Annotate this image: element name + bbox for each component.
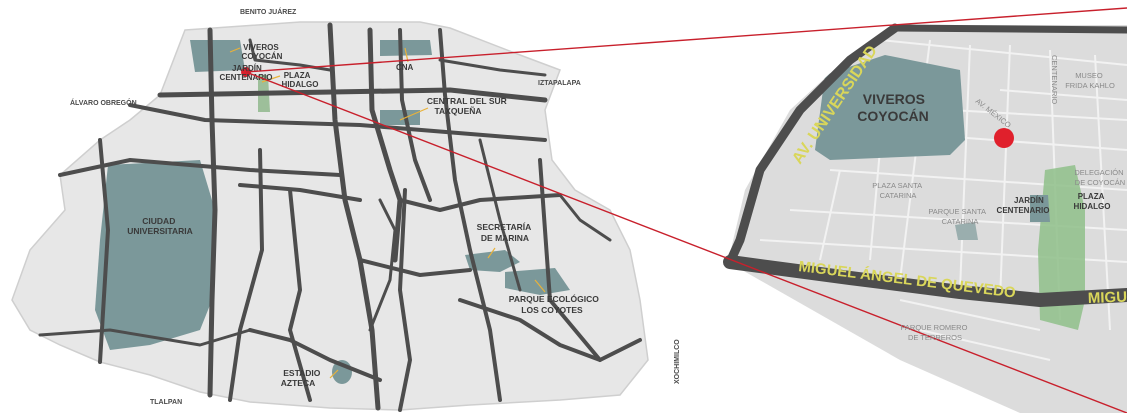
label-central-sur: CENTRAL DEL SUR TAXQUEÑA bbox=[427, 96, 509, 116]
street-centenario: CENTENARIO bbox=[1050, 55, 1059, 104]
detail-label-jardin: JARDÍN CENTENARIO bbox=[997, 196, 1050, 215]
road-12 bbox=[288, 188, 312, 402]
leader-viveros bbox=[229, 47, 241, 53]
leader-central bbox=[399, 107, 429, 121]
detail-label-parque-santa: PARQUE SANTA CATARINA bbox=[928, 207, 987, 226]
detail-road-universidad bbox=[725, 23, 900, 267]
detail-label-delegacion: DELEGACIÓN DE COYOCÁN bbox=[1074, 168, 1125, 187]
border-southeast: XOCHIMILCO bbox=[674, 339, 681, 384]
road-17 bbox=[458, 298, 642, 362]
road-16 bbox=[538, 158, 602, 362]
road-10 bbox=[98, 138, 110, 364]
detail-road-top bbox=[891, 24, 1127, 34]
detail-label-plaza-santa: PLAZA SANTA CATARINA bbox=[872, 181, 924, 200]
road-18 bbox=[248, 328, 382, 382]
detail-park-jardin bbox=[1030, 195, 1050, 222]
road-1 bbox=[157, 87, 548, 103]
road-20 bbox=[438, 58, 547, 77]
road-14 bbox=[358, 258, 472, 277]
border-east: IZTAPALAPA bbox=[538, 80, 581, 87]
border-south: TLALPAN bbox=[150, 399, 182, 406]
label-cu: CIUDAD UNIVERSITARIA bbox=[127, 216, 193, 236]
park-viveros bbox=[190, 40, 245, 72]
label-coyotes: PARQUE ECOLÓGICO LOS COYOTES bbox=[509, 293, 601, 315]
park-marina bbox=[465, 250, 520, 272]
road-15 bbox=[398, 188, 412, 412]
road-8 bbox=[58, 158, 342, 177]
road-21 bbox=[38, 328, 252, 347]
overview-map: BENITO JUÁREZ ÁLVARO OBREGÓN IZTAPALAPA … bbox=[11, 7, 681, 412]
detail-park-hidalgo bbox=[1038, 165, 1085, 330]
road-6 bbox=[398, 28, 432, 202]
label-plaza-hidalgo: PLAZA HIDALGO bbox=[282, 71, 319, 89]
leader-estadio bbox=[329, 369, 339, 379]
detail-label-museo: MUSEO FRIDA KAHLO bbox=[1065, 71, 1115, 90]
leader-plaza bbox=[261, 75, 281, 83]
road-3 bbox=[207, 27, 218, 398]
street-migu: MIGU bbox=[1088, 289, 1127, 307]
label-jardin: JARDÍN CENTENARIO bbox=[220, 64, 273, 82]
label-marina: SECRETARÍA DE MARINA bbox=[477, 222, 534, 243]
detail-label-romero: PARQUE ROMERO DE TERREROS bbox=[900, 323, 969, 342]
park-coyotes bbox=[505, 268, 570, 295]
border-north: BENITO JUÁREZ bbox=[240, 7, 297, 16]
detail-park-viveros bbox=[815, 55, 965, 160]
road-22 bbox=[478, 138, 522, 292]
leader-marina bbox=[487, 247, 496, 259]
road-5 bbox=[367, 27, 403, 263]
park-cna bbox=[380, 40, 432, 56]
label-estadio: ESTADIO AZTECA bbox=[281, 368, 323, 388]
road-23 bbox=[368, 198, 397, 332]
detail-label-plaza-hidalgo: PLAZA HIDALGO bbox=[1074, 192, 1111, 211]
label-viveros: VIVEROS COYOCÁN bbox=[242, 43, 283, 61]
road-11 bbox=[228, 148, 264, 402]
location-marker-detail bbox=[994, 128, 1014, 148]
detail-road-quevedo bbox=[723, 255, 1127, 307]
zoom-line-bottom bbox=[245, 71, 1127, 413]
detail-park-santa-catarina bbox=[955, 222, 978, 240]
label-cna: CNA bbox=[396, 63, 414, 72]
road-2 bbox=[128, 103, 547, 142]
road-7 bbox=[438, 28, 502, 402]
zoom-line-top bbox=[245, 7, 1127, 73]
road-4 bbox=[327, 22, 381, 411]
park-central-sur bbox=[380, 110, 420, 125]
border-west: ÁLVARO OBREGÓN bbox=[70, 98, 137, 107]
detail-label-viveros: VIVEROS COYOCÁN bbox=[857, 91, 929, 124]
park-ciudad-universitaria bbox=[95, 160, 215, 350]
road-13 bbox=[398, 193, 562, 212]
leader-coyotes bbox=[534, 279, 546, 293]
road-24 bbox=[558, 193, 612, 242]
